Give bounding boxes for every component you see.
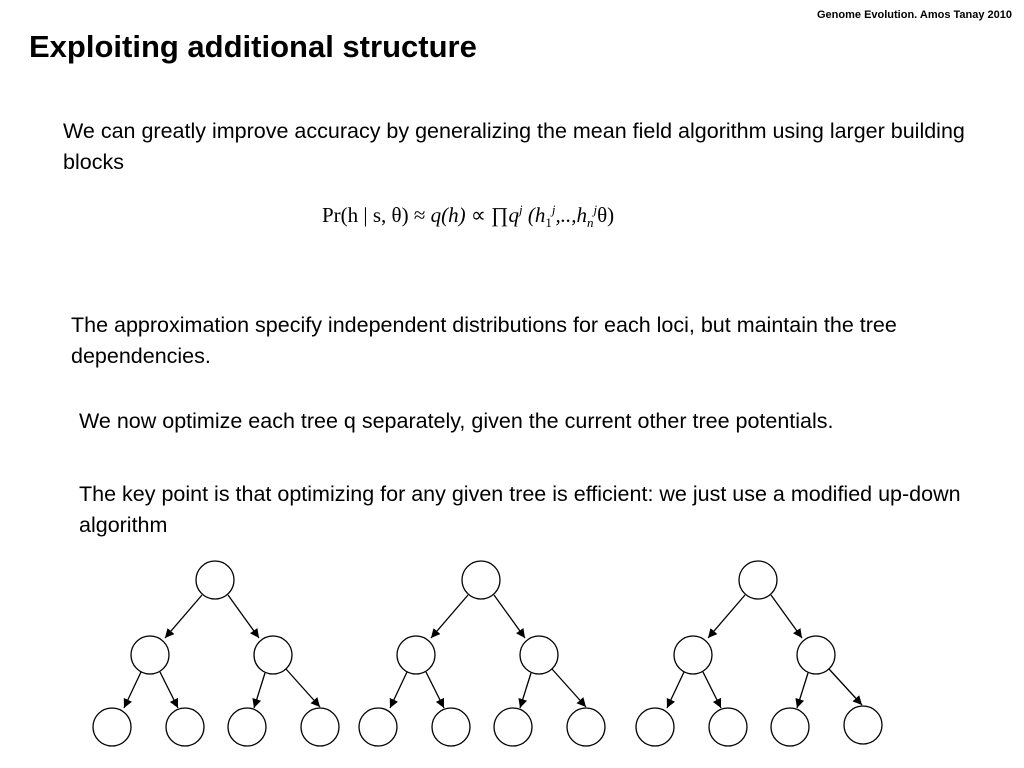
tree-edge: [123, 671, 142, 709]
tree-node: [461, 560, 501, 600]
formula-sep: ,..,h: [555, 203, 587, 227]
formula-qj: q: [508, 203, 519, 227]
tree-edge: [828, 668, 863, 706]
tree-node: [396, 635, 436, 675]
theta-glyph-2: θ: [597, 203, 608, 227]
tree-edge: [164, 594, 203, 639]
trees-figure: [92, 560, 883, 747]
tree-edge: [666, 671, 685, 709]
formula-args-open: (h: [527, 203, 546, 227]
formula-close: ): [607, 203, 615, 227]
tree-edge: [518, 672, 532, 709]
tree-node: [431, 707, 471, 747]
tree-edge: [551, 668, 587, 708]
formula-sub-n: n: [586, 215, 594, 231]
formula-sup-j: j: [518, 202, 523, 217]
tree-edge: [770, 594, 803, 639]
tree-edge: [227, 594, 260, 639]
tree-3: [635, 560, 883, 747]
formula-sup-j-2: j: [551, 202, 556, 217]
tree-node: [843, 705, 883, 745]
tree-node: [253, 635, 293, 675]
tree-node: [493, 707, 533, 747]
tree-edge: [795, 672, 809, 709]
tree-2: [358, 560, 606, 747]
paragraph-intro: We can greatly improve accuracy by gener…: [63, 119, 965, 174]
tree-edge: [493, 594, 526, 639]
formula-h-arg: (h): [441, 203, 471, 227]
paragraph-key-point: The key point is that optimizing for any…: [79, 482, 961, 537]
slide-title: Exploiting additional structure: [29, 29, 477, 64]
tree-1: [92, 560, 340, 747]
theta-glyph: θ: [391, 203, 402, 227]
product-symbol: ∏: [491, 203, 509, 227]
tree-edge: [707, 594, 746, 639]
tree-edge: [285, 668, 321, 708]
tree-edge: [430, 594, 469, 639]
header-note: Genome Evolution. Amos Tanay 2010: [817, 9, 1012, 21]
tree-edge: [702, 671, 722, 709]
formula-q: q: [430, 203, 442, 227]
tree-node: [130, 635, 170, 675]
tree-node: [770, 707, 810, 747]
tree-node: [92, 707, 132, 747]
tree-node: [358, 707, 398, 747]
tree-node: [796, 635, 836, 675]
tree-node: [519, 635, 559, 675]
tree-node: [227, 707, 267, 747]
tree-node: [673, 635, 713, 675]
tree-node: [635, 707, 675, 747]
approx-symbol: ≈: [413, 203, 426, 227]
tree-node: [165, 707, 205, 747]
formula-lhs: Pr(h | s,: [322, 203, 392, 227]
paragraph-approximation: The approximation specify independent di…: [71, 313, 897, 368]
tree-node: [195, 560, 235, 600]
tree-node: [738, 560, 778, 600]
tree-edge: [159, 671, 179, 709]
proportional-symbol: ∝: [470, 203, 486, 227]
formula-mid: ): [401, 203, 414, 227]
formula-sup-j-3: j: [593, 202, 598, 217]
paragraph-optimize: We now optimize each tree q separately, …: [79, 409, 834, 433]
tree-edge: [389, 671, 408, 709]
tree-node: [708, 707, 748, 747]
formula-sub-1: 1: [545, 215, 552, 231]
tree-node: [566, 707, 606, 747]
tree-edge: [252, 672, 266, 709]
tree-node: [300, 707, 340, 747]
formula: Pr(h | s, θ) ≈ q(h) ∝ ∏qj (h1j,..,hnjθ): [322, 202, 614, 231]
tree-edge: [425, 671, 445, 709]
